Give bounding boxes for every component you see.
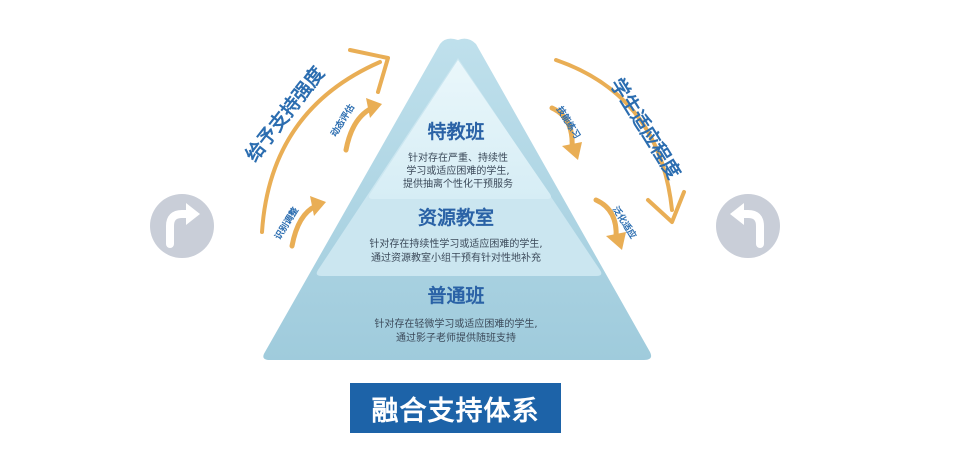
tier-bottom-title: 普通班: [427, 284, 484, 307]
tier-middle-line-2: 通过资源教室小组干预有针对性地补充: [371, 251, 541, 264]
turn-left-arrow-icon: [730, 203, 764, 248]
left-small-arrow-lower: [289, 196, 326, 249]
diagram-caption: 融合支持体系: [350, 383, 561, 433]
turn-right-arrow-icon: [166, 203, 200, 248]
tier-top-title: 特教班: [427, 120, 484, 143]
tier-middle-title: 资源教室: [418, 206, 494, 229]
right-arc-label: 学生适应程度: [606, 74, 686, 184]
left-small-arrow-upper: [343, 98, 382, 153]
left-arc-arrow: [260, 48, 390, 234]
left-arc-label: 给予支持强度: [241, 61, 330, 166]
pyramid-top-band: [369, 60, 551, 199]
tier-top-line-2: 学习或适应困难的学生,: [406, 164, 509, 177]
right-turn-circle: [716, 194, 780, 258]
tier-top-line-1: 针对存在严重、持续性: [408, 151, 508, 164]
right-small-arrow-upper: [549, 105, 582, 160]
tier-top-line-3: 提供抽离个性化干预服务: [403, 177, 513, 190]
left-turn-circle: [150, 194, 214, 258]
right-small-arrow-lower: [593, 197, 626, 250]
tier-bottom-line-1: 针对存在轻微学习或适应困难的学生,: [374, 317, 537, 330]
right-arc-arrow: [554, 58, 686, 224]
right-small-label-upper: 技能练习: [554, 104, 583, 141]
tier-middle-line-1: 针对存在持续性学习或适应困难的学生,: [369, 237, 542, 250]
tier-bottom-line-2: 通过影子老师提供随班支持: [396, 331, 516, 344]
